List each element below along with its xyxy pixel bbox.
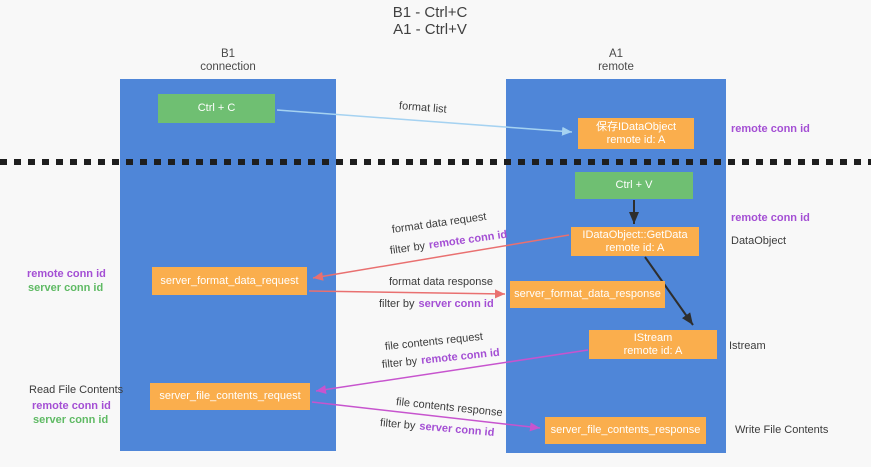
node-server-file-contents-response: server_file_contents_response [545,417,706,444]
title-line-1: B1 - Ctrl+C [392,4,468,21]
filter-by-text: filter by [389,240,426,257]
node-idataobject-getdata-line1: IDataObject::GetData [582,228,688,241]
session-divider-dashed-line [0,159,871,165]
filter-by-text: filter by [379,417,416,433]
format-response-arrow [308,289,506,299]
node-istream-line1: IStream [633,331,673,344]
node-server-format-data-request-label: server_format_data_request [160,274,299,287]
server-conn-id-text: server conn id [418,420,495,439]
side-label-read-file-contents: Read File Contents [29,384,124,396]
node-server-file-contents-request-label: server_file_contents_request [159,390,301,402]
node-server-file-contents-request: server_file_contents_request [150,383,310,410]
side-label-server-conn-id-left-2: server conn id [33,414,109,426]
title-line-2: A1 - Ctrl+V [393,21,467,38]
lane-a1-name: A1 [608,48,624,60]
edge-label-format-list: format list [398,100,448,116]
node-ctrl-c: Ctrl + C [158,94,275,123]
remote-conn-id-text: remote conn id [420,346,501,367]
side-label-dataobject: DataObject [731,235,787,247]
side-label-write-file-contents: Write File Contents [735,424,829,436]
side-label-remote-conn-id-top-right: remote conn id [731,123,810,135]
filter-by-text: filter by [381,355,418,371]
node-ctrl-c-label: Ctrl + C [197,102,236,114]
node-save-idataobject: 保存IDataObject remote id: A [578,118,694,149]
lane-a1-subtitle: remote [598,60,634,73]
side-label-remote-conn-id-mid-right: remote conn id [731,212,810,224]
lane-header-a1: A1 remote [506,48,726,73]
remote-conn-id-text: remote conn id [428,228,508,252]
lane-b1-subtitle: connection [200,60,256,73]
lane-header-b1: B1 connection [120,48,336,73]
node-server-format-data-response-label: server_format_data_response [514,288,661,300]
node-save-idataobject-line2: remote id: A [606,133,666,146]
node-save-idataobject-line1: 保存IDataObject [595,120,677,133]
edge-label-format-data-response: format data response [389,276,493,288]
side-label-server-conn-id-left-1: server conn id [28,282,104,294]
edge-label-file-contents-response: file contents response [395,396,504,420]
node-idataobject-getdata-line2: remote id: A [605,241,665,254]
filter-by-text: filter by [379,298,415,310]
node-idataobject-getdata: IDataObject::GetData remote id: A [571,227,699,256]
node-server-file-contents-response-label: server_file_contents_response [550,424,701,436]
lane-b1-name: B1 [220,48,236,60]
diagram-title: B1 - Ctrl+C A1 - Ctrl+V [330,4,530,38]
node-istream: IStream remote id: A [589,330,717,359]
side-label-istream: Istream [729,340,766,352]
server-conn-id-text: server conn id [418,298,494,310]
node-istream-line2: remote id: A [623,344,683,357]
node-ctrl-v-label: Ctrl + V [615,179,653,191]
node-server-format-data-response: server_format_data_response [510,281,665,308]
node-server-format-data-request: server_format_data_request [152,267,307,295]
side-label-remote-conn-id-left-2: remote conn id [32,400,111,412]
side-label-remote-conn-id-left-1: remote conn id [27,268,106,280]
node-ctrl-v: Ctrl + V [575,172,693,199]
